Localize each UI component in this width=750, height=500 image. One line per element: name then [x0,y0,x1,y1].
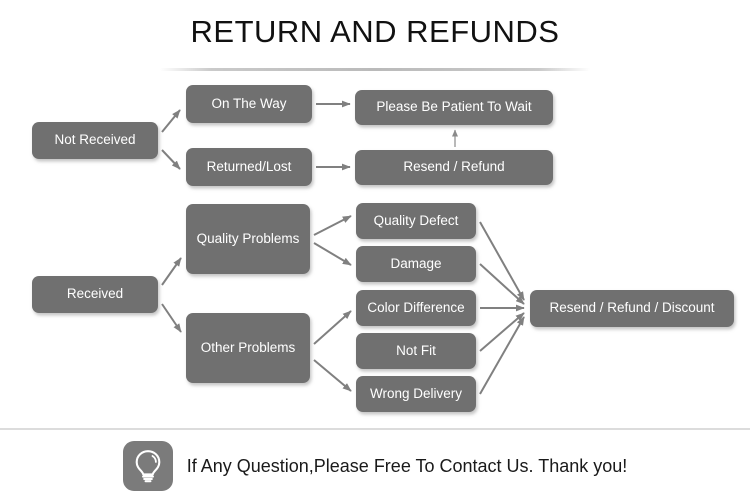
footer-divider [0,428,750,430]
node-please-be-patient-to-wait[interactable]: Please Be Patient To Wait [355,90,553,125]
node-color-difference[interactable]: Color Difference [356,290,476,326]
edge-other-problems-to-color-difference [313,310,352,345]
edge-not-received-to-on-the-way [161,109,181,133]
edge-other-problems-to-wrong-delivery [313,359,352,392]
edge-quality-problems-to-damage [313,242,352,266]
lightbulb-icon [122,441,173,491]
edge-quality-problems-to-quality-defect [313,215,352,236]
edge-received-to-other-problems [161,303,182,333]
footer-bar: If Any Question,Please Free To Contact U… [0,436,750,496]
node-on-the-way[interactable]: On The Way [186,85,312,123]
node-received[interactable]: Received [32,276,158,313]
node-not-received[interactable]: Not Received [32,122,158,159]
node-returned-lost[interactable]: Returned/Lost [186,148,312,186]
edge-quality-defect-to-outcome [479,221,525,301]
node-wrong-delivery[interactable]: Wrong Delivery [356,376,476,412]
node-damage[interactable]: Damage [356,246,476,282]
edge-damage-to-outcome [479,263,525,305]
node-other-problems[interactable]: Other Problems [186,313,310,383]
node-not-fit[interactable]: Not Fit [356,333,476,369]
edge-not-fit-to-outcome [479,312,525,352]
edge-received-to-quality-problems [161,257,182,286]
page-title: RETURN AND REFUNDS [190,14,560,49]
node-quality-defect[interactable]: Quality Defect [356,203,476,239]
edge-wrong-delivery-to-outcome [479,316,525,395]
node-resend-refund[interactable]: Resend / Refund [355,150,553,185]
title-divider [160,68,590,71]
node-resend-refund-discount[interactable]: Resend / Refund / Discount [530,290,734,327]
footer-message: If Any Question,Please Free To Contact U… [186,455,628,476]
node-quality-problems[interactable]: Quality Problems [186,204,310,274]
edge-not-received-to-returned-lost [161,149,181,170]
